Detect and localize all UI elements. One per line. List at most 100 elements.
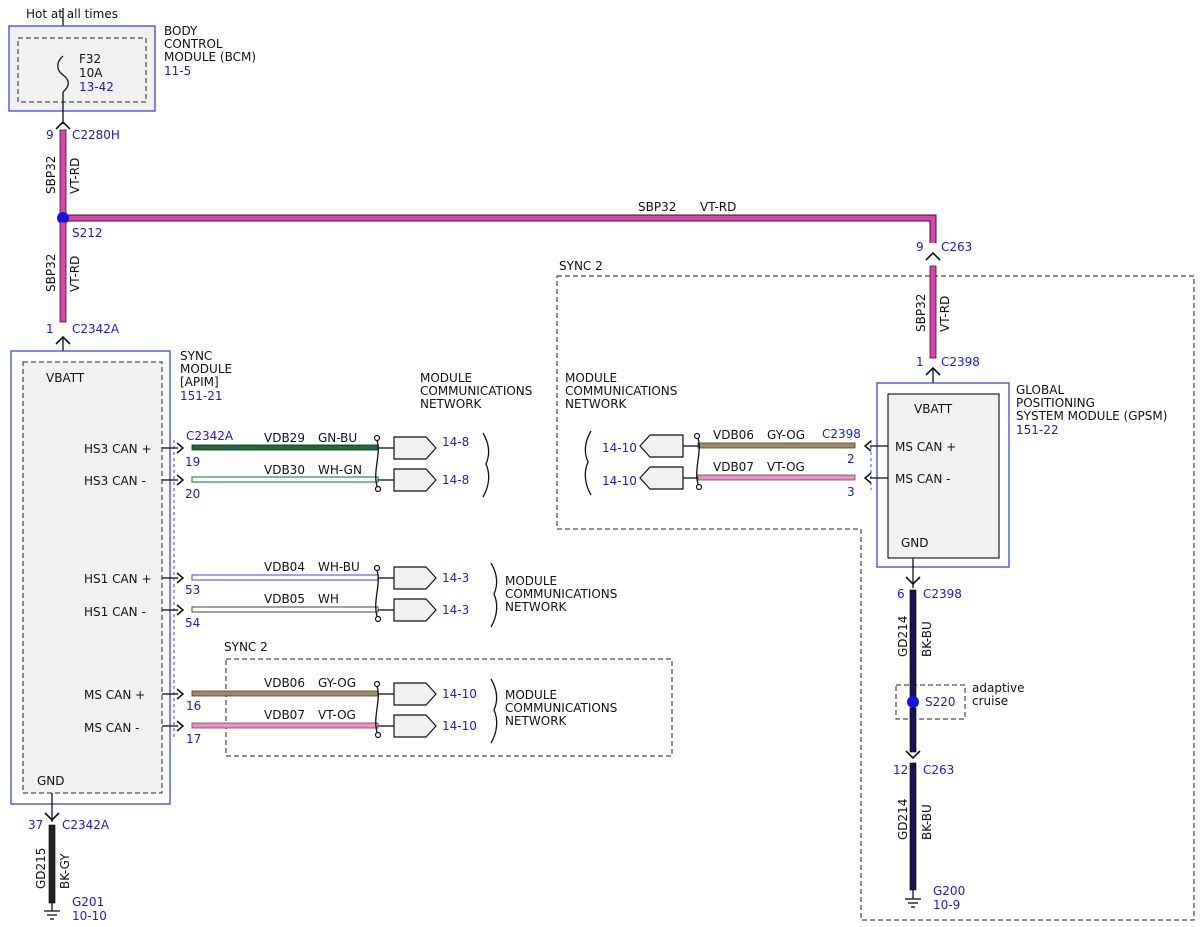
c2280h-pin: 9 [46, 128, 54, 142]
ms-right-twist-bottom [695, 483, 703, 491]
hs3-pos-page-ref: 14-8 [442, 435, 469, 449]
network-hs1-line3: NETWORK [505, 600, 568, 614]
bcm-name-line3: MODULE (BCM) [164, 50, 256, 64]
wh-gn-label: WH-GN [318, 463, 362, 477]
gpsm-ms-neg-label: MS CAN - [895, 472, 951, 486]
pin-53-label: 53 [185, 583, 200, 597]
ms-right-twist-top [693, 432, 701, 440]
sbp32-label-lower: SBP32 [44, 254, 58, 292]
hs1-pos-page-arrow [393, 566, 437, 590]
vdb06-label-left: VDB06 [264, 676, 305, 690]
c2342a-top-label: C2342A [72, 322, 120, 336]
vdb06-wire-right [697, 442, 856, 449]
vt-rd-label-upper: VT-RD [68, 158, 82, 194]
g200-ref: 10-9 [933, 898, 960, 912]
gd214-label-lower: GD214 [896, 799, 910, 840]
gpsm-name-line2: POSITIONING [1016, 396, 1095, 410]
ms-pos-page-arrow [393, 682, 437, 706]
pin-16-label: 16 [186, 699, 201, 713]
vdb04-wire [191, 574, 379, 581]
vdb07-wire-left [191, 722, 379, 729]
bcm-inner-box [17, 37, 147, 103]
fuse-f32-name: F32 [79, 52, 101, 66]
ms-pos-page-ref: 14-10 [442, 687, 477, 701]
wh-bu-label: WH-BU [318, 560, 360, 574]
ms-left-network-brace [490, 678, 498, 744]
gd215-label: GD215 [34, 848, 48, 889]
pin-19-label: 19 [185, 455, 200, 469]
vdb30-label: VDB30 [264, 463, 305, 477]
bcm-name-line2: CONTROL [164, 37, 223, 51]
sync-vbatt-label: VBATT [46, 371, 85, 385]
ms-right-neg-page-ref: 14-10 [602, 474, 637, 488]
hs1-pos-page-ref: 14-3 [442, 571, 469, 585]
ms-neg-page-ref: 14-10 [442, 719, 477, 733]
gpsm-name-line3: SYSTEM MODULE (GPSM) [1016, 409, 1167, 423]
ms-left-twist-bottom [374, 731, 382, 739]
s220-splice-dot [907, 696, 919, 708]
hot-at-all-times-label: Hot at all times [26, 7, 118, 21]
c263-label-gnd: C263 [923, 763, 954, 777]
gd214-wire-middle [909, 707, 917, 753]
fuse-f32-symbol [57, 55, 69, 93]
c2280h-label: C2280H [72, 128, 120, 142]
g201-label: G201 [72, 895, 104, 909]
c2398-pin-ms-neg: 3 [847, 485, 855, 499]
fuse-f32-ref: 13-42 [79, 80, 114, 94]
gpsm-ref: 151-22 [1016, 423, 1059, 437]
pin-17-label: 17 [186, 732, 201, 746]
vdb07-wire-right [697, 474, 856, 481]
vdb07-label-right: VDB07 [713, 460, 754, 474]
s212-splice-dot [57, 212, 69, 224]
gd214-label-upper: GD214 [896, 616, 910, 657]
c2342a-gnd-connector-arrow [44, 812, 60, 822]
s220-label: S220 [925, 695, 956, 709]
ms-pos-pin-arrow [176, 688, 185, 700]
pin-20-label: 20 [185, 487, 200, 501]
ms-right-pos-page-ref: 14-10 [602, 441, 637, 455]
c2342a-gnd-label: C2342A [62, 818, 110, 832]
vt-rd-label-gpsm: VT-RD [938, 296, 952, 332]
vdb29-label: VDB29 [264, 431, 305, 445]
c263-label-top: C263 [941, 240, 972, 254]
sbp32-wire-horizontal-fill [63, 215, 936, 243]
bk-bu-label-upper: BK-BU [920, 621, 934, 657]
bcm-name-line1: BODY [164, 24, 198, 38]
ms-right-twist-symbol [696, 435, 700, 488]
bcm-module-box [8, 25, 156, 112]
hs1-twist-symbol [375, 567, 379, 620]
sync-ms-neg-label: MS CAN - [84, 721, 140, 735]
sbp32-wire-horizontal [63, 214, 937, 243]
sbp32-label-gpsm: SBP32 [914, 294, 928, 332]
gn-bu-label: GN-BU [318, 431, 357, 445]
sync-hs3-neg-label: HS3 CAN - [84, 474, 146, 488]
vdb29-wire [191, 444, 379, 451]
hs3-pos-pin-arrow [176, 442, 185, 454]
gd214-wire-lower [909, 762, 917, 891]
ms-left-twist-symbol [375, 683, 379, 736]
c263-connector-arrow [925, 251, 941, 261]
network-ms-line2: COMMUNICATIONS [505, 701, 617, 715]
ms-neg-pin-arrow [176, 720, 185, 732]
c2342a-gnd-pin: 37 [28, 818, 43, 832]
sbp32-wire-gpsm [929, 265, 937, 359]
hs1-neg-pin-arrow [176, 604, 185, 616]
sync-hs1-pos-label: HS1 CAN + [84, 572, 152, 586]
network-ms-line1: MODULE [505, 688, 557, 702]
sync2-option-box-right [556, 275, 1195, 921]
gpsm-inner-box [887, 393, 1000, 559]
hs3-neg-page-arrow [393, 468, 437, 492]
sync-name-line3: [APIM] [180, 375, 219, 389]
c263-pin-top: 9 [916, 240, 924, 254]
gy-og-label-right: GY-OG [767, 428, 805, 442]
adaptive-cruise-option-box [895, 684, 966, 720]
vt-og-label-left: VT-OG [318, 708, 356, 722]
ms-neg-page-arrow [393, 714, 437, 738]
c263-gnd-connector-arrow [905, 750, 921, 760]
network-ms-line3: NETWORK [505, 714, 568, 728]
sync2-label-left: SYNC 2 [224, 640, 268, 654]
sync-ms-pos-label: MS CAN + [84, 688, 145, 702]
sync2-label-right: SYNC 2 [559, 259, 603, 273]
network-top-line3: NETWORK [420, 397, 483, 411]
